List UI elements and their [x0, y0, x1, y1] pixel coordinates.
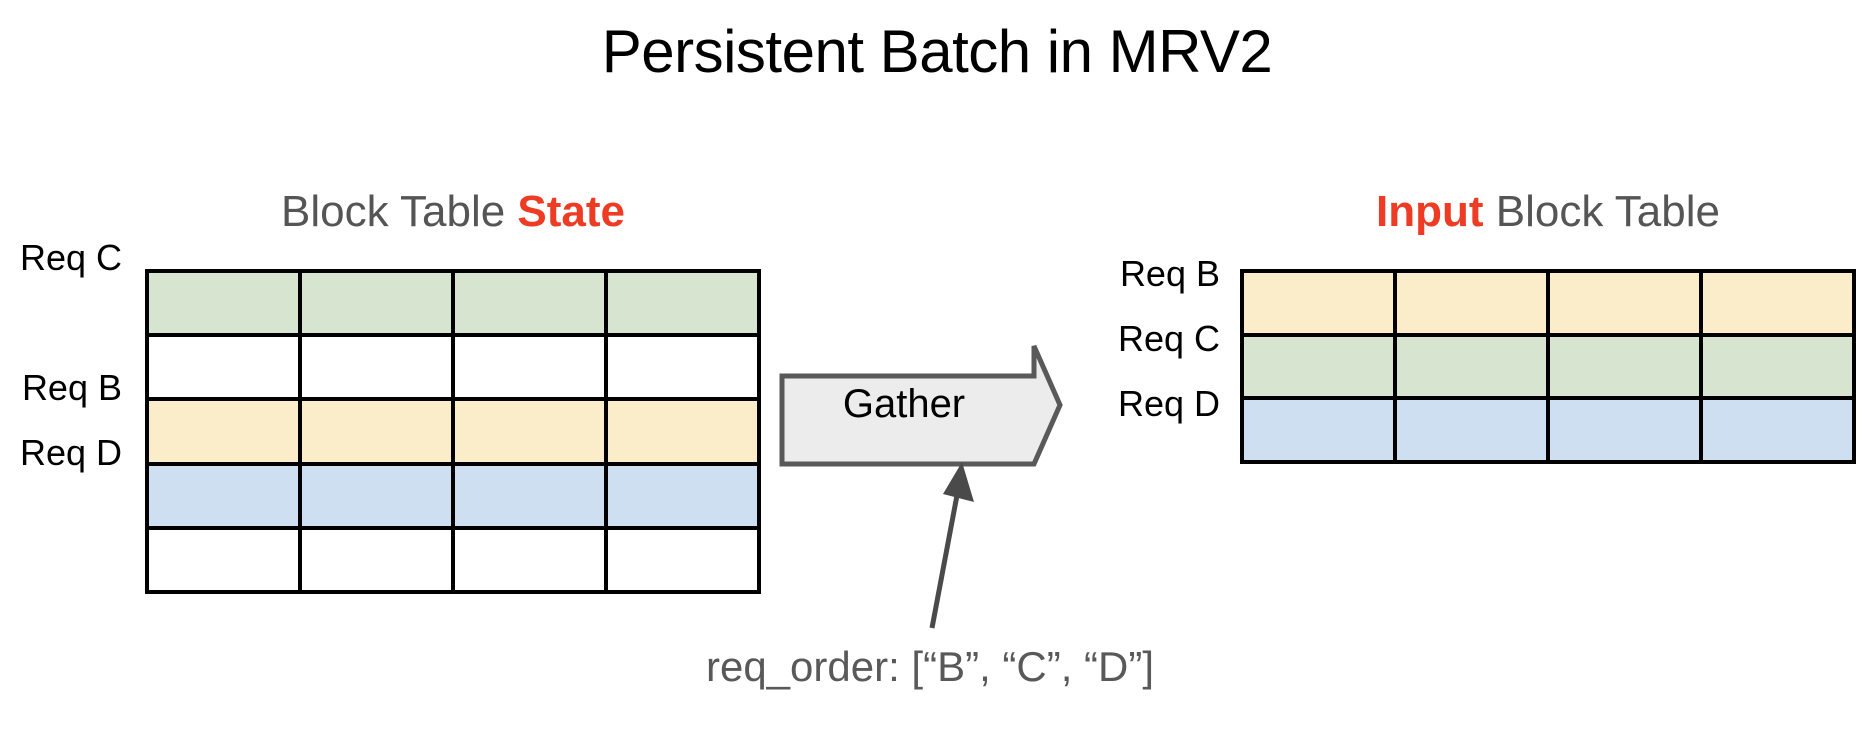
right-table-heading: Input Block Table [1240, 185, 1856, 239]
table-cell [608, 273, 757, 334]
table-cell [1703, 336, 1852, 397]
table-cell [1550, 273, 1699, 333]
right-heading-highlight: Input [1376, 187, 1484, 236]
right-row-label-2: Req D [1117, 383, 1220, 424]
table-cell [455, 465, 604, 526]
table-cell [302, 401, 451, 462]
table-cell [149, 529, 298, 590]
table-cell [302, 273, 451, 334]
table-cell [1550, 400, 1699, 460]
table-cell [608, 465, 757, 526]
table-cell [608, 529, 757, 590]
page-title: Persistent Batch in MRV2 [601, 18, 1273, 85]
left-row-label-3: Req D [19, 432, 122, 473]
req-order-annotation: req_order: [“B”, “C”, “D”] [705, 643, 1155, 690]
table-cell [455, 529, 604, 590]
pointer-head [943, 462, 974, 502]
left-heading-highlight: State [517, 187, 626, 236]
table-cell [1244, 400, 1393, 460]
table-cell [1397, 336, 1546, 397]
table-cell [1244, 273, 1393, 333]
gather-arrow-shape [779, 344, 1063, 467]
gather-arrow-icon [779, 344, 1063, 467]
table-cell [149, 401, 298, 462]
table-cell [455, 273, 604, 334]
right-row-label-0: Req B [1119, 253, 1220, 294]
table-cell [608, 337, 757, 398]
left-heading-prefix: Block Table [280, 187, 518, 236]
table-cell [302, 465, 451, 526]
table-cell [1550, 336, 1699, 397]
left-row-label-2: Req B [21, 367, 122, 408]
table-cell [455, 401, 604, 462]
input-block-table [1240, 269, 1856, 464]
table-cell [149, 273, 298, 334]
table-cell [1397, 273, 1546, 333]
table-cell [608, 401, 757, 462]
table-cell [302, 337, 451, 398]
table-cell [1244, 336, 1393, 397]
table-cell [1397, 400, 1546, 460]
table-cell [149, 465, 298, 526]
req-order-pointer-icon [929, 462, 974, 629]
right-row-label-1: Req C [1117, 318, 1220, 359]
right-heading-suffix: Block Table [1483, 187, 1720, 236]
gather-label: Gather [842, 382, 966, 426]
block-table-state [145, 269, 761, 594]
table-cell [149, 337, 298, 398]
pointer-line [929, 489, 961, 629]
table-cell [1703, 400, 1852, 460]
left-table-heading: Block Table State [145, 185, 761, 239]
table-cell [1703, 273, 1852, 333]
table-cell [302, 529, 451, 590]
left-row-label-0: Req C [19, 237, 122, 278]
table-cell [455, 337, 604, 398]
